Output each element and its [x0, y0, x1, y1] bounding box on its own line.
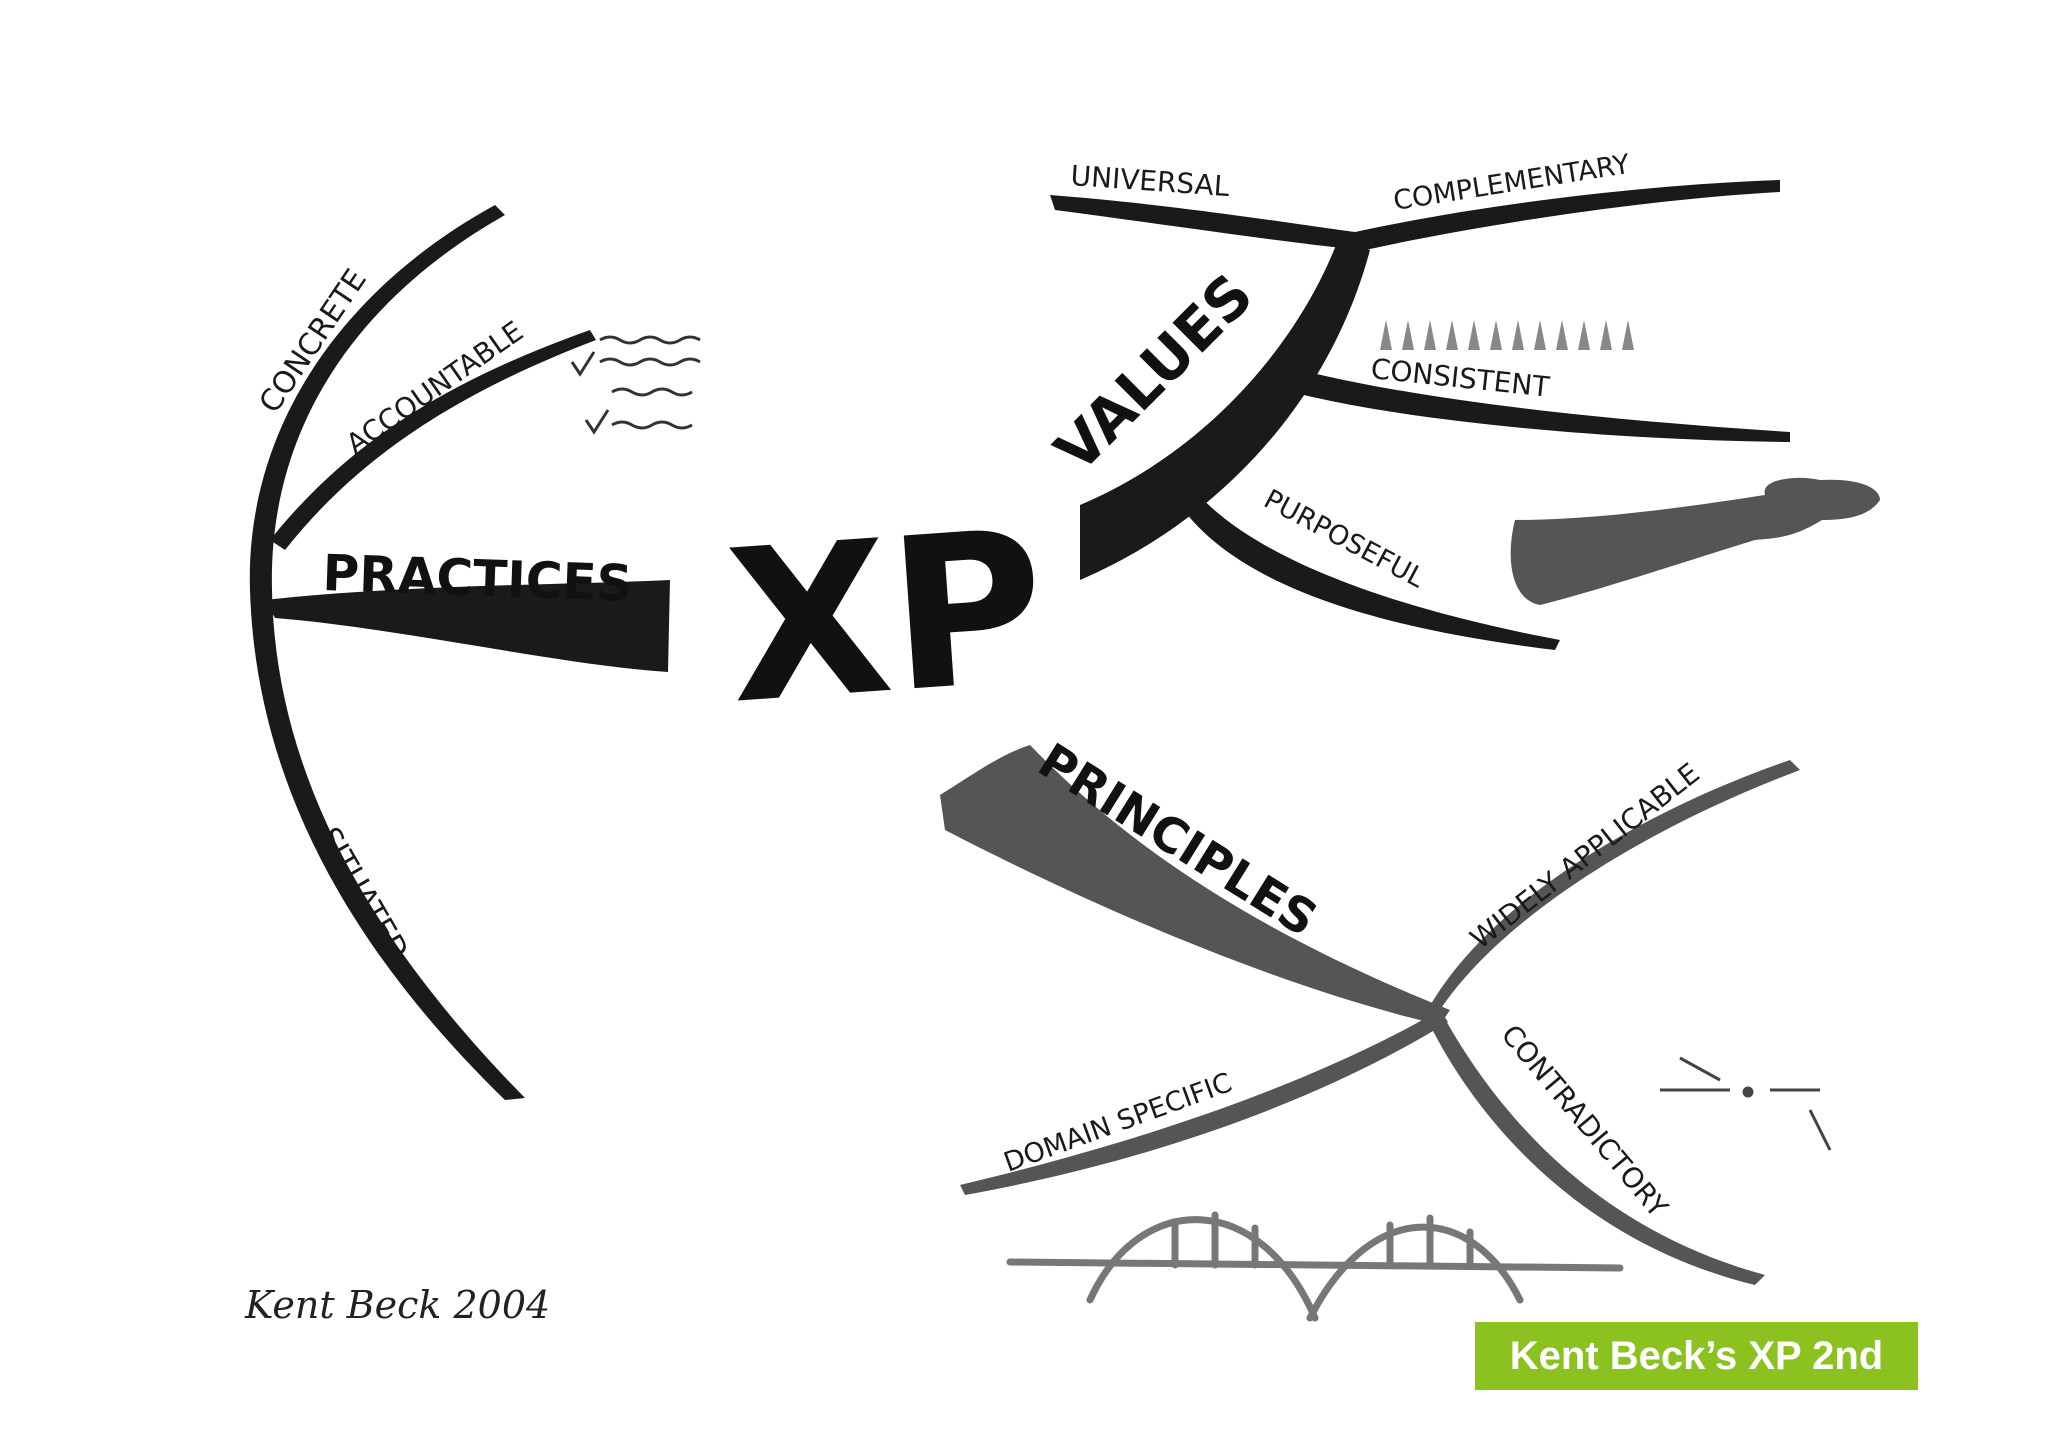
- purposeful-stroke: [1180, 485, 1560, 650]
- xp-center-label: XP: [720, 484, 1052, 750]
- practices-branch: [249, 205, 701, 1100]
- principles-branch: [940, 745, 1832, 1322]
- practices-bar: [265, 580, 670, 672]
- universal-complementary-stroke: [1050, 180, 1780, 250]
- practices-attr-accountable: ACCOUNTABLE: [340, 314, 529, 460]
- values-attr-universal: UNIVERSAL: [1070, 159, 1231, 203]
- domain-specific-stroke: [960, 1010, 1448, 1195]
- practices-title: PRACTICES: [322, 544, 634, 613]
- values-diagonal-stroke: [1080, 240, 1370, 580]
- arrow-doodle-icon: [1510, 477, 1880, 605]
- principles-attr-widely-applicable: WIDELY APPLICABLE: [1464, 756, 1706, 955]
- values-branch: [1050, 180, 1880, 650]
- principles-stroke: [940, 745, 1450, 1025]
- caption-badge: Kent Beck’s XP 2nd: [1475, 1322, 1918, 1390]
- accountable-stroke: [270, 330, 596, 550]
- checklist-doodle-icon: [570, 335, 701, 435]
- consistent-stroke: [1292, 370, 1790, 442]
- comb-doodle-icon: [1380, 320, 1634, 350]
- bridge-doodle-icon: [1006, 1211, 1624, 1322]
- practices-attr-situated: SITUATED: [311, 822, 415, 967]
- convergence-doodle-icon: [1660, 1056, 1832, 1151]
- signature: Kent Beck 2004: [244, 1283, 550, 1327]
